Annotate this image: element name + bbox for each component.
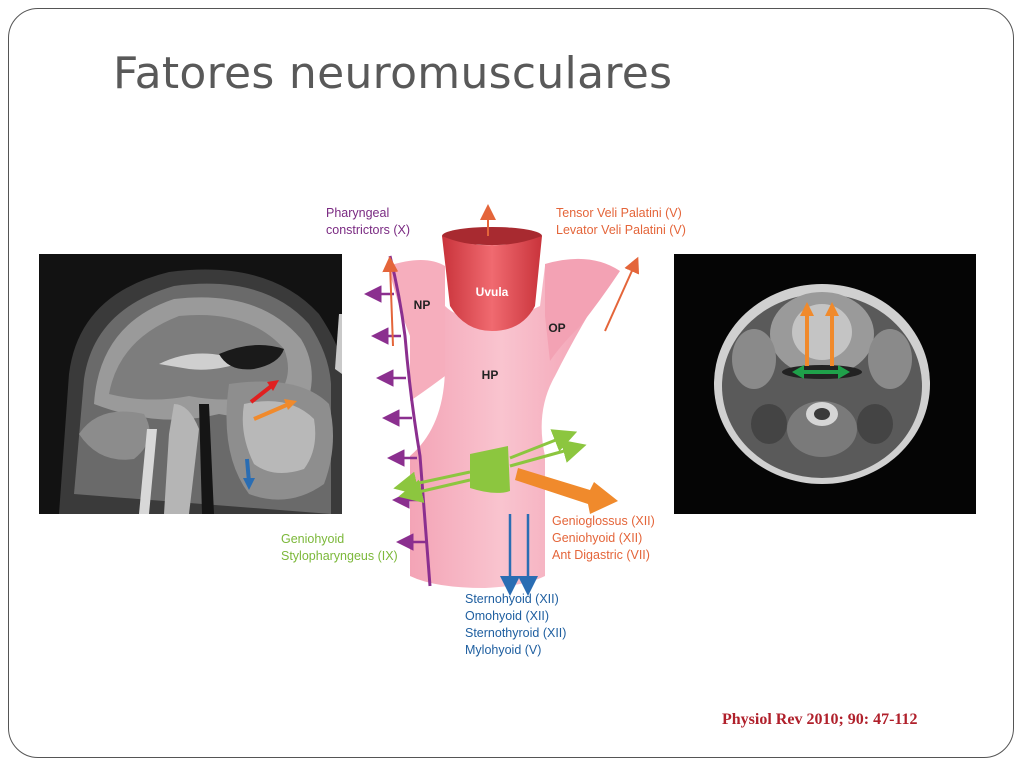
genioglossus-line-2: Geniohyoid (XII) [552, 531, 643, 545]
sternohyoid-line-2: Omohyoid (XII) [465, 609, 550, 623]
sternohyoid-line-4: Mylohyoid (V) [465, 643, 542, 657]
tensor-levator-label: Tensor Veli Palatini (V) Levator Veli Pa… [556, 205, 686, 239]
pharyngeal-line-1: Pharyngeal [326, 206, 390, 220]
genioglossus-line-1: Genioglossus (XII) [552, 514, 655, 528]
axial-mri-image [674, 254, 976, 514]
sagittal-mri-image [39, 254, 342, 514]
citation: Physiol Rev 2010; 90: 47-112 [722, 711, 918, 728]
slide-title: Fatores neuromusculares [113, 48, 673, 99]
geniohyoid-stylopharyngeus-label: Geniohyoid Stylopharyngeus (IX) [281, 531, 398, 565]
uvula-label: Uvula [476, 285, 509, 299]
np-label: NP [414, 298, 431, 312]
slide-frame [8, 8, 1014, 758]
green-line-2: Stylopharyngeus (IX) [281, 549, 398, 563]
pharyngeal-line-2: constrictors (X) [326, 223, 411, 237]
genioglossus-label: Genioglossus (XII) Geniohyoid (XII) Ant … [552, 513, 655, 564]
green-line-1: Geniohyoid [281, 532, 345, 546]
op-label: OP [548, 321, 565, 335]
tensor-line-2: Levator Veli Palatini (V) [556, 223, 686, 237]
hp-label: HP [482, 368, 499, 382]
pharynx-diagram: Uvula NP OP HP [270, 196, 690, 666]
pharyngeal-constrictors-label: Pharyngeal constrictors (X) [326, 205, 410, 239]
genioglossus-line-3: Ant Digastric (VII) [552, 548, 650, 562]
sternohyoid-label: Sternohyoid (XII) Omohyoid (XII) Sternot… [465, 591, 566, 659]
sternohyoid-line-3: Sternothyroid (XII) [465, 626, 567, 640]
tensor-line-1: Tensor Veli Palatini (V) [556, 206, 682, 220]
sternohyoid-line-1: Sternohyoid (XII) [465, 592, 559, 606]
